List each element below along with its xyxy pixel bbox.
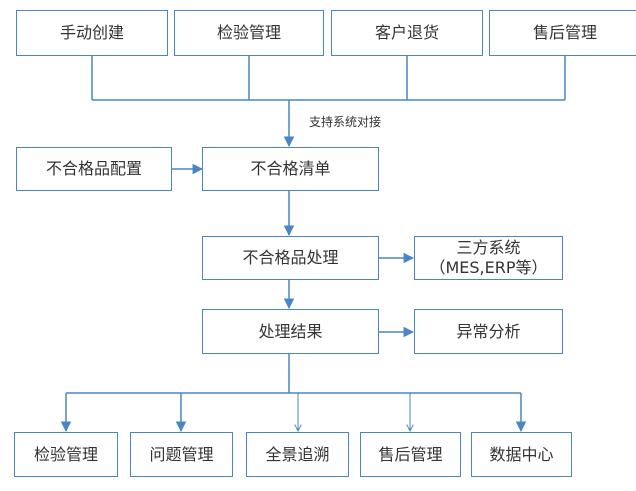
node-anomaly-analysis: 异常分析	[414, 309, 563, 354]
node-label: 数据中心	[489, 444, 554, 464]
node-label: 不合格品处理	[242, 248, 339, 267]
node-label: 不合格清单	[250, 159, 331, 178]
node-label: 问题管理	[149, 444, 214, 464]
node-label: 异常分析	[456, 321, 521, 341]
node-source-manual: 手动创建	[16, 10, 168, 56]
node-processing-result: 处理结果	[202, 309, 379, 354]
node-source-inspection: 检验管理	[174, 10, 324, 56]
node-label: 客户退货	[374, 23, 439, 42]
node-nonconforming-config: 不合格品配置	[16, 147, 172, 191]
node-label: 检验管理	[216, 23, 281, 42]
node-nonconforming-list: 不合格清单	[202, 147, 379, 191]
node-label: 手动创建	[59, 23, 124, 42]
node-source-customer-return: 客户退货	[331, 10, 483, 56]
node-label: 处理结果	[258, 321, 323, 341]
node-label: 全景追溯	[265, 444, 330, 464]
integration-label: 支持系统对接	[309, 115, 382, 129]
node-output-issue-management: 问题管理	[130, 432, 233, 477]
node-label: 检验管理	[33, 444, 98, 464]
node-nonconforming-processing: 不合格品处理	[202, 236, 379, 280]
node-output-traceability: 全景追溯	[246, 432, 349, 477]
node-label: 三方系统	[456, 238, 521, 257]
node-third-party-system: 三方系统 （MES,ERP等）	[414, 236, 563, 280]
node-output-data-center: 数据中心	[471, 432, 572, 477]
node-label: 售后管理	[378, 444, 443, 464]
node-output-inspection: 检验管理	[14, 432, 118, 477]
node-label: 不合格品配置	[45, 159, 142, 178]
node-label: 售后管理	[532, 23, 597, 42]
node-output-after-sales: 售后管理	[360, 432, 461, 477]
node-source-after-sales: 售后管理	[489, 10, 636, 56]
node-label-secondary: （MES,ERP等）	[429, 258, 548, 277]
